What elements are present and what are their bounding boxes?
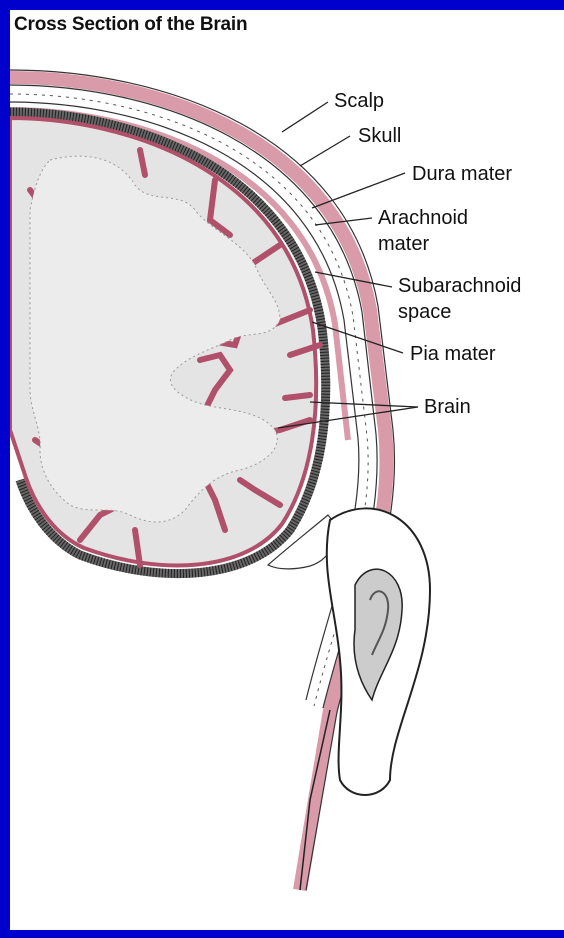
label-brain: Brain: [424, 396, 471, 418]
brain-cross-section: Scalp Skull Dura mater Arachnoid mater S…: [10, 10, 564, 930]
label-subarachnoid-line2: space: [398, 301, 451, 323]
label-arachnoid-line1: Arachnoid: [378, 207, 468, 229]
ear: [327, 508, 430, 795]
label-skull: Skull: [358, 125, 401, 147]
diagram-frame: Cross Section of the Brain: [10, 10, 564, 930]
label-pia-mater: Pia mater: [410, 343, 496, 365]
label-arachnoid-line2: mater: [378, 233, 429, 255]
label-subarachnoid-line1: Subarachnoid: [398, 275, 521, 297]
label-scalp: Scalp: [334, 90, 384, 112]
label-dura-mater: Dura mater: [412, 163, 512, 185]
